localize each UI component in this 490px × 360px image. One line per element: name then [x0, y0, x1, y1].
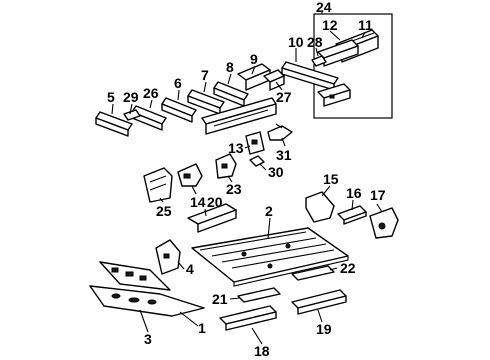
callout-22: 22 — [340, 260, 356, 276]
part-10 — [281, 61, 339, 91]
callout-19: 19 — [316, 321, 332, 337]
part-30 — [249, 155, 265, 167]
group-box-24 — [313, 13, 393, 119]
callout-24: 24 — [316, 0, 332, 15]
part-15 — [305, 191, 335, 223]
part-7 — [187, 89, 225, 115]
part-20 — [187, 203, 237, 233]
part-25 — [143, 167, 173, 203]
callout-31: 31 — [276, 147, 292, 163]
callout-27: 27 — [276, 89, 292, 105]
callout-4: 4 — [186, 261, 194, 277]
part-24-lower — [317, 83, 351, 107]
part-23 — [215, 153, 237, 179]
callout-21: 21 — [212, 291, 228, 307]
callout-10: 10 — [288, 34, 304, 50]
part-2-floor-pan — [191, 227, 349, 287]
part-16 — [337, 205, 367, 225]
part-long-crossmember — [201, 97, 277, 135]
callout-7: 7 — [201, 67, 209, 83]
part-8 — [213, 81, 249, 107]
callout-29: 29 — [123, 89, 139, 105]
part-31 — [267, 123, 293, 141]
part-4 — [155, 239, 181, 275]
part-13 — [245, 131, 265, 155]
part-26 — [131, 105, 167, 131]
part-3-front-floor — [89, 261, 205, 317]
callout-15: 15 — [323, 171, 339, 187]
callout-13: 13 — [228, 140, 244, 156]
callout-23: 23 — [226, 181, 242, 197]
leader-lines — [111, 12, 383, 345]
part-14 — [177, 163, 203, 187]
part-27 — [263, 69, 285, 91]
callout-11: 11 — [358, 17, 373, 33]
callout-6: 6 — [174, 75, 182, 91]
part-6 — [161, 97, 197, 123]
part-5 — [95, 111, 133, 137]
callout-9: 9 — [250, 51, 258, 67]
callout-26: 26 — [143, 85, 159, 101]
callout-5: 5 — [107, 89, 115, 105]
part-18 — [219, 305, 277, 331]
callout-8: 8 — [226, 59, 234, 75]
callout-2: 2 — [265, 203, 273, 219]
callout-25: 25 — [156, 203, 172, 219]
callout-14: 14 — [190, 194, 206, 210]
callout-17: 17 — [370, 187, 386, 203]
callout-12: 12 — [322, 17, 338, 33]
part-21 — [237, 287, 281, 303]
part-19 — [291, 289, 347, 315]
part-28 — [311, 55, 327, 67]
part-17 — [369, 207, 399, 239]
callout-30: 30 — [268, 164, 284, 180]
callout-18: 18 — [254, 343, 270, 359]
callout-20: 20 — [207, 194, 223, 210]
callout-3: 3 — [144, 331, 152, 347]
callout-16: 16 — [346, 185, 362, 201]
part-29 — [123, 109, 141, 121]
part-22 — [291, 265, 335, 281]
callout-1: 1 — [198, 320, 206, 336]
callout-28: 28 — [307, 34, 323, 50]
